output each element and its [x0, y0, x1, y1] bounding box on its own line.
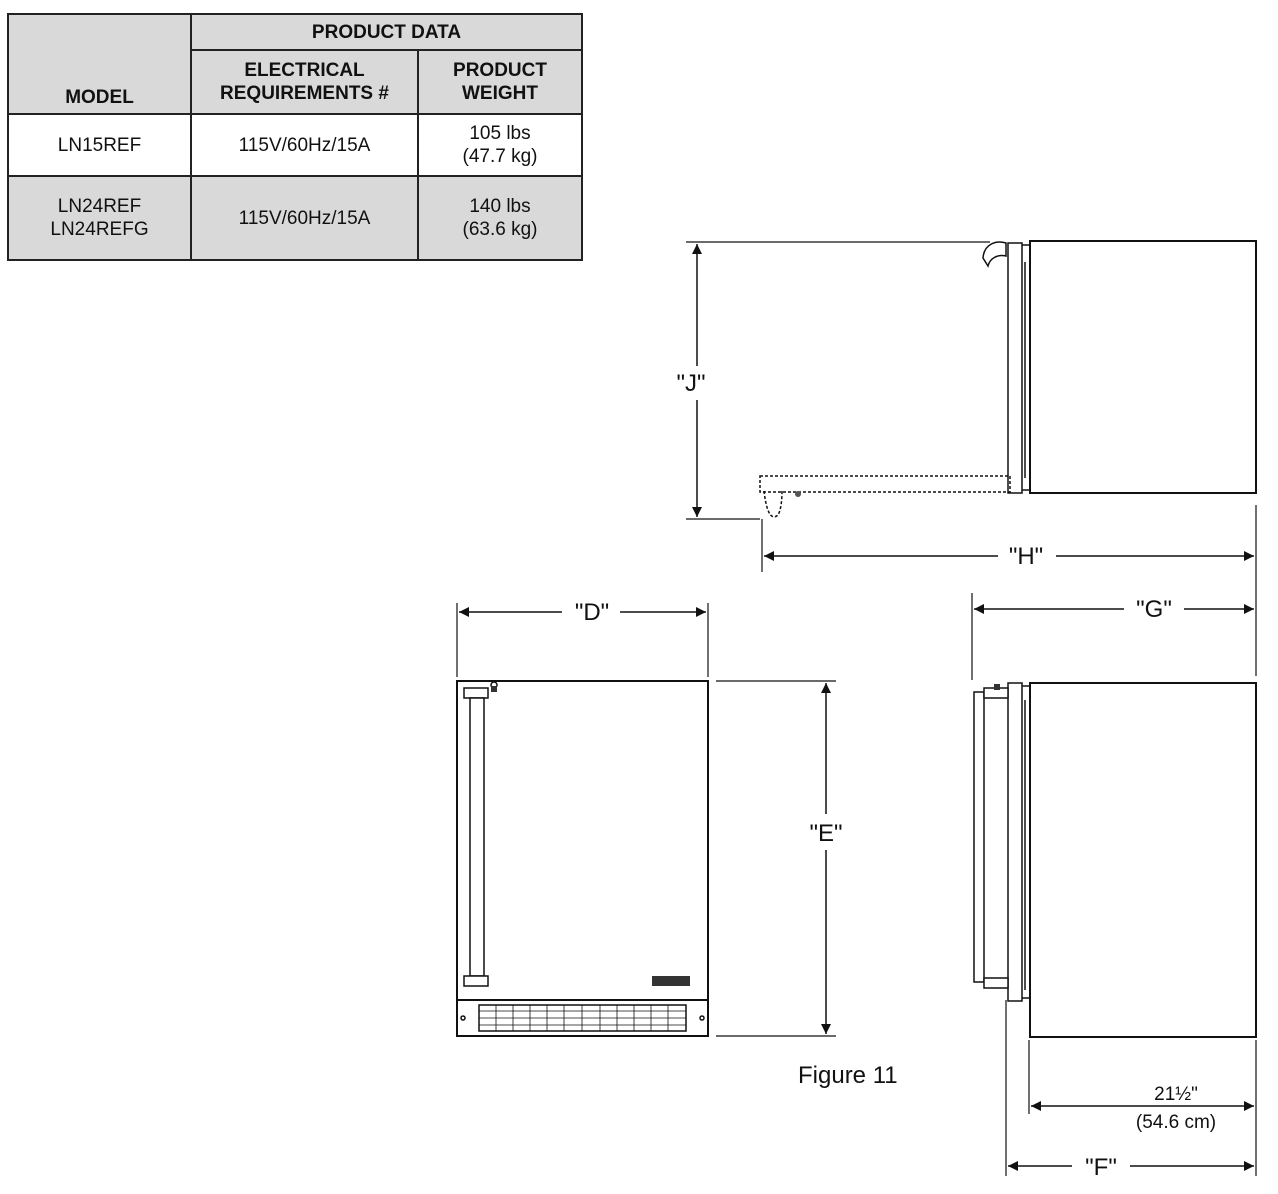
- dim-label-depth-metric: (54.6 cm): [1136, 1112, 1216, 1133]
- weight-header: PRODUCT WEIGHT: [416, 49, 584, 115]
- weight-cell: 140 lbs (63.6 kg): [416, 175, 584, 261]
- electrical-header: ELECTRICAL REQUIREMENTS #: [190, 49, 419, 115]
- front-view: [456, 603, 836, 1037]
- dim-label-depth: 21½": [1154, 1084, 1198, 1105]
- dim-label-h: "H": [1009, 543, 1043, 570]
- top-view-door-open: [686, 240, 1257, 676]
- dim-label-e: "E": [809, 820, 842, 847]
- grille-slots: [479, 1005, 686, 1031]
- model-cell: LN15REF: [7, 113, 192, 177]
- table-row: LN24REF LN24REFG 115V/60Hz/15A 140 lbs (…: [7, 175, 584, 261]
- model-cell: LN24REF LN24REFG: [7, 175, 192, 261]
- product-data-table: MODEL PRODUCT DATA ELECTRICAL REQUIREMEN…: [7, 13, 584, 261]
- weight-cell: 105 lbs (47.7 kg): [416, 113, 584, 177]
- electrical-cell: 115V/60Hz/15A: [190, 175, 419, 261]
- dim-label-d: "D": [575, 599, 609, 626]
- electrical-cell: 115V/60Hz/15A: [190, 113, 419, 177]
- dim-label-f: "F": [1085, 1154, 1117, 1181]
- table-row: LN15REF 115V/60Hz/15A 105 lbs (47.7 kg): [7, 113, 584, 177]
- dim-label-j: "J": [676, 370, 705, 397]
- side-view: [971, 593, 1257, 1176]
- model-header: MODEL: [7, 13, 192, 115]
- product-data-header: PRODUCT DATA: [189, 13, 584, 51]
- dim-label-g: "G": [1136, 596, 1172, 623]
- dimension-lines: [459, 244, 1254, 1171]
- figure-caption: Figure 11: [798, 1062, 898, 1089]
